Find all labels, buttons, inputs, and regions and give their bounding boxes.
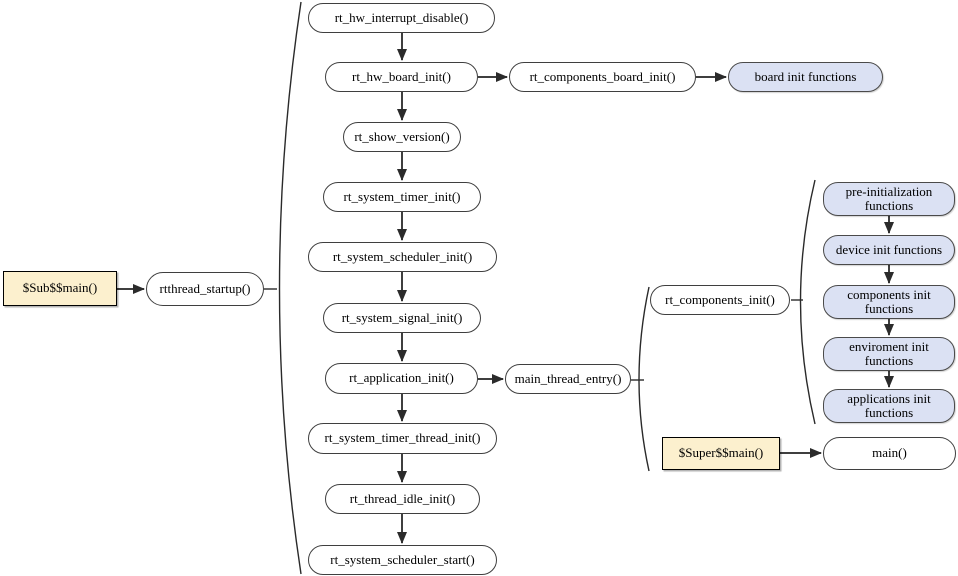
node-main-thread-entry: main_thread_entry() [505,364,631,394]
node-rtthread-startup: rtthread_startup() [146,272,264,306]
node-main: main() [823,437,956,470]
node-rt-system-timer-thread-init: rt_system_timer_thread_init() [308,423,497,454]
node-applications-init-functions: applications init functions [823,389,955,423]
node-rt-hw-interrupt-disable: rt_hw_interrupt_disable() [308,3,495,33]
node-rt-components-board-init: rt_components_board_init() [509,62,696,92]
node-rt-system-scheduler-init: rt_system_scheduler_init() [308,242,497,272]
components-group-brace [799,179,816,425]
startup-group-brace [278,1,302,575]
node-super-main: $Super$$main() [662,437,780,470]
node-device-init-functions: device init functions [823,235,955,265]
node-pre-initialization-functions: pre-initialization functions [823,182,955,216]
node-rt-components-init: rt_components_init() [650,285,790,315]
node-enviroment-init-functions: enviroment init functions [823,337,955,371]
node-sub-main: $Sub$$main() [3,271,117,306]
node-rt-thread-idle-init: rt_thread_idle_init() [325,484,480,514]
brace-connectors [264,1,816,575]
node-rt-show-version: rt_show_version() [343,122,461,152]
main-thread-group-brace [638,286,650,472]
node-rt-hw-board-init: rt_hw_board_init() [325,62,478,92]
flow-arrows [117,33,894,544]
node-rt-system-signal-init: rt_system_signal_init() [323,303,481,333]
node-components-init-functions: components init functions [823,285,955,319]
node-rt-system-scheduler-start: rt_system_scheduler_start() [308,545,497,575]
node-board-init-functions: board init functions [728,62,883,92]
node-rt-system-timer-init: rt_system_timer_init() [323,182,481,212]
node-rt-application-init: rt_application_init() [325,363,478,394]
